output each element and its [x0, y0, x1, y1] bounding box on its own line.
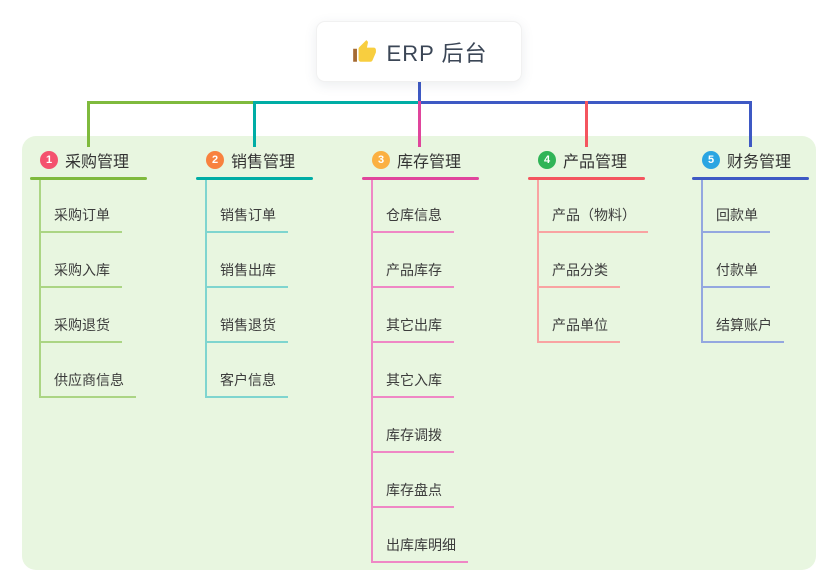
mindmap-node[interactable]: 采购入库 [39, 260, 122, 288]
node-label: 付款单 [716, 262, 758, 278]
branch-title-underline [528, 177, 645, 180]
branch-title-label: 财务管理 [727, 154, 792, 171]
mindmap-node[interactable]: 仓库信息 [371, 205, 454, 233]
branch-product-title[interactable]: 4 产品管理 [538, 148, 627, 172]
node-label: 库存调拨 [386, 427, 442, 443]
thumbs-up-icon [351, 39, 377, 65]
branch-drop-line-5 [749, 101, 752, 147]
node-label: 产品库存 [386, 262, 442, 278]
mindmap-node[interactable]: 库存盘点 [371, 480, 454, 508]
node-label: 产品单位 [552, 317, 608, 333]
mindmap-node[interactable]: 销售退货 [205, 315, 288, 343]
mindmap-node[interactable]: 销售出库 [205, 260, 288, 288]
branch-spine-line [39, 180, 41, 396]
node-label: 结算账户 [716, 317, 772, 333]
mindmap-node[interactable]: 客户信息 [205, 370, 288, 398]
root-node[interactable]: ERP 后台 [316, 21, 522, 82]
branch-drop-line-2 [253, 101, 256, 147]
branch-drop-line-3 [418, 101, 421, 147]
node-label: 其它出库 [386, 317, 442, 333]
branch-sales-title[interactable]: 2 销售管理 [206, 148, 295, 172]
branch-drop-line-1 [87, 101, 90, 147]
branch-finance-title[interactable]: 5 财务管理 [702, 148, 791, 172]
branch-title-label: 销售管理 [231, 154, 296, 171]
branch-finance: 5 财务管理 回款单 付款单 结算账户 [692, 148, 839, 580]
branch-drop-line-4 [585, 101, 588, 147]
branch-title-underline [362, 177, 479, 180]
branch-title-underline [692, 177, 809, 180]
root-connector-line [418, 81, 421, 102]
node-label: 采购入库 [54, 262, 110, 278]
branch-spine-line [371, 180, 373, 561]
mindmap-node[interactable]: 回款单 [701, 205, 770, 233]
root-node-title: ERP 后台 [386, 40, 488, 66]
node-label: 销售订单 [220, 207, 276, 223]
mindmap-node[interactable]: 采购订单 [39, 205, 122, 233]
node-label: 出库库明细 [386, 537, 456, 553]
badge-number-1: 1 [40, 151, 58, 169]
badge-number-5: 5 [702, 151, 720, 169]
branch-spine-line [205, 180, 207, 396]
node-label: 回款单 [716, 207, 758, 223]
branch-product: 4 产品管理 产品（物料） 产品分类 产品单位 [528, 148, 688, 580]
content-panel [22, 136, 816, 570]
branch-spine-line [537, 180, 539, 341]
mindmap-node[interactable]: 结算账户 [701, 315, 784, 343]
mindmap-node[interactable]: 产品分类 [537, 260, 620, 288]
branch-title-label: 产品管理 [563, 154, 628, 171]
branch-purchase: 1 采购管理 采购订单 采购入库 采购退货 供应商信息 [30, 148, 190, 580]
mindmap-node[interactable]: 付款单 [701, 260, 770, 288]
node-label: 产品分类 [552, 262, 608, 278]
mindmap-node[interactable]: 产品库存 [371, 260, 454, 288]
node-label: 采购退货 [54, 317, 110, 333]
node-label: 供应商信息 [54, 372, 124, 388]
badge-number-3: 3 [372, 151, 390, 169]
branch-title-underline [196, 177, 313, 180]
badge-number-2: 2 [206, 151, 224, 169]
node-label: 其它入库 [386, 372, 442, 388]
branch-bus-segment-left [87, 101, 254, 104]
branch-title-underline [30, 177, 147, 180]
node-label: 产品（物料） [552, 207, 636, 223]
branch-spine-line [701, 180, 703, 341]
node-label: 采购订单 [54, 207, 110, 223]
mindmap-node[interactable]: 采购退货 [39, 315, 122, 343]
node-label: 销售出库 [220, 262, 276, 278]
mindmap-node[interactable]: 库存调拨 [371, 425, 454, 453]
node-label: 仓库信息 [386, 207, 442, 223]
mindmap-node[interactable]: 其它出库 [371, 315, 454, 343]
mindmap-node[interactable]: 出库库明细 [371, 535, 468, 563]
node-label: 客户信息 [220, 372, 276, 388]
node-label: 销售退货 [220, 317, 276, 333]
branch-purchase-title[interactable]: 1 采购管理 [40, 148, 129, 172]
mindmap-node[interactable]: 供应商信息 [39, 370, 136, 398]
mindmap-node[interactable]: 产品单位 [537, 315, 620, 343]
branch-inventory-title[interactable]: 3 库存管理 [372, 148, 461, 172]
branch-title-label: 库存管理 [397, 154, 462, 171]
mindmap-node[interactable]: 产品（物料） [537, 205, 648, 233]
branch-bus-segment-mid [253, 101, 419, 104]
branch-title-label: 采购管理 [65, 154, 130, 171]
branch-inventory: 3 库存管理 仓库信息 产品库存 其它出库 其它入库 库存调拨 库存盘点 出库库… [362, 148, 522, 580]
branch-sales: 2 销售管理 销售订单 销售出库 销售退货 客户信息 [196, 148, 356, 580]
mindmap-node[interactable]: 销售订单 [205, 205, 288, 233]
badge-number-4: 4 [538, 151, 556, 169]
node-label: 库存盘点 [386, 482, 442, 498]
mindmap-node[interactable]: 其它入库 [371, 370, 454, 398]
